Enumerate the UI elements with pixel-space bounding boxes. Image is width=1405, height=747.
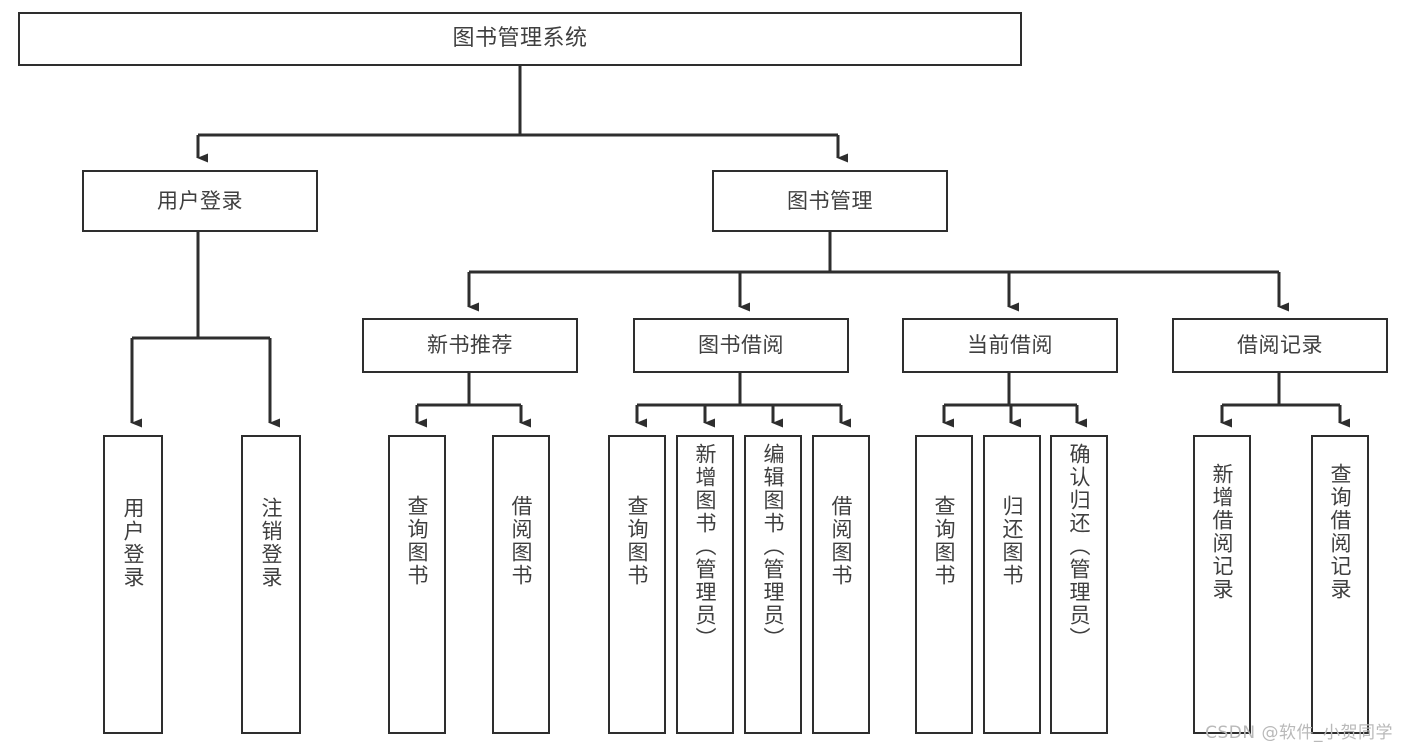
node-label: 当前借阅	[967, 333, 1053, 358]
node-leaf-query-book-3[interactable]: 查询图书	[915, 435, 973, 734]
node-borrow-record[interactable]: 借阅记录	[1172, 318, 1388, 373]
node-label: 编辑图书（管理员）	[761, 443, 786, 650]
node-label: 新书推荐	[427, 333, 513, 358]
node-label: 图书管理	[787, 188, 873, 213]
node-leaf-edit-book[interactable]: 编辑图书（管理员）	[744, 435, 802, 734]
csdn-watermark: CSDN @软件_小贺同学	[1205, 723, 1393, 743]
node-label: 查询图书	[405, 495, 430, 587]
node-new-book-recommend[interactable]: 新书推荐	[362, 318, 578, 373]
node-label: 查询借阅记录	[1328, 463, 1353, 601]
node-label: 归还图书	[1000, 495, 1025, 587]
node-label: 图书借阅	[698, 333, 784, 358]
node-label: 注销登录	[259, 497, 284, 589]
node-user-login[interactable]: 用户登录	[82, 170, 318, 232]
node-label: 新增图书（管理员）	[693, 443, 718, 650]
node-root-book-management-system[interactable]: 图书管理系统	[18, 12, 1022, 66]
node-leaf-user-login[interactable]: 用户登录	[103, 435, 163, 734]
node-leaf-add-book[interactable]: 新增图书（管理员）	[676, 435, 734, 734]
node-label: 借阅记录	[1237, 333, 1323, 358]
node-leaf-add-record[interactable]: 新增借阅记录	[1193, 435, 1251, 734]
node-leaf-logout-login[interactable]: 注销登录	[241, 435, 301, 734]
node-current-borrow[interactable]: 当前借阅	[902, 318, 1118, 373]
node-label: 借阅图书	[829, 495, 854, 587]
node-leaf-return-book[interactable]: 归还图书	[983, 435, 1041, 734]
node-label: 新增借阅记录	[1210, 463, 1235, 601]
node-book-borrow[interactable]: 图书借阅	[633, 318, 849, 373]
node-label: 确认归还（管理员）	[1067, 443, 1092, 650]
node-label: 图书管理系统	[452, 26, 588, 52]
node-leaf-query-book-2[interactable]: 查询图书	[608, 435, 666, 734]
node-book-management[interactable]: 图书管理	[712, 170, 948, 232]
node-leaf-confirm-return[interactable]: 确认归还（管理员）	[1050, 435, 1108, 734]
node-leaf-borrow-book-2[interactable]: 借阅图书	[812, 435, 870, 734]
node-label: 查询图书	[625, 495, 650, 587]
node-leaf-query-record[interactable]: 查询借阅记录	[1311, 435, 1369, 734]
node-leaf-query-book-1[interactable]: 查询图书	[388, 435, 446, 734]
node-leaf-borrow-book-1[interactable]: 借阅图书	[492, 435, 550, 734]
node-label: 借阅图书	[509, 495, 534, 587]
node-label: 查询图书	[932, 495, 957, 587]
node-label: 用户登录	[157, 188, 243, 213]
node-label: 用户登录	[121, 497, 146, 589]
